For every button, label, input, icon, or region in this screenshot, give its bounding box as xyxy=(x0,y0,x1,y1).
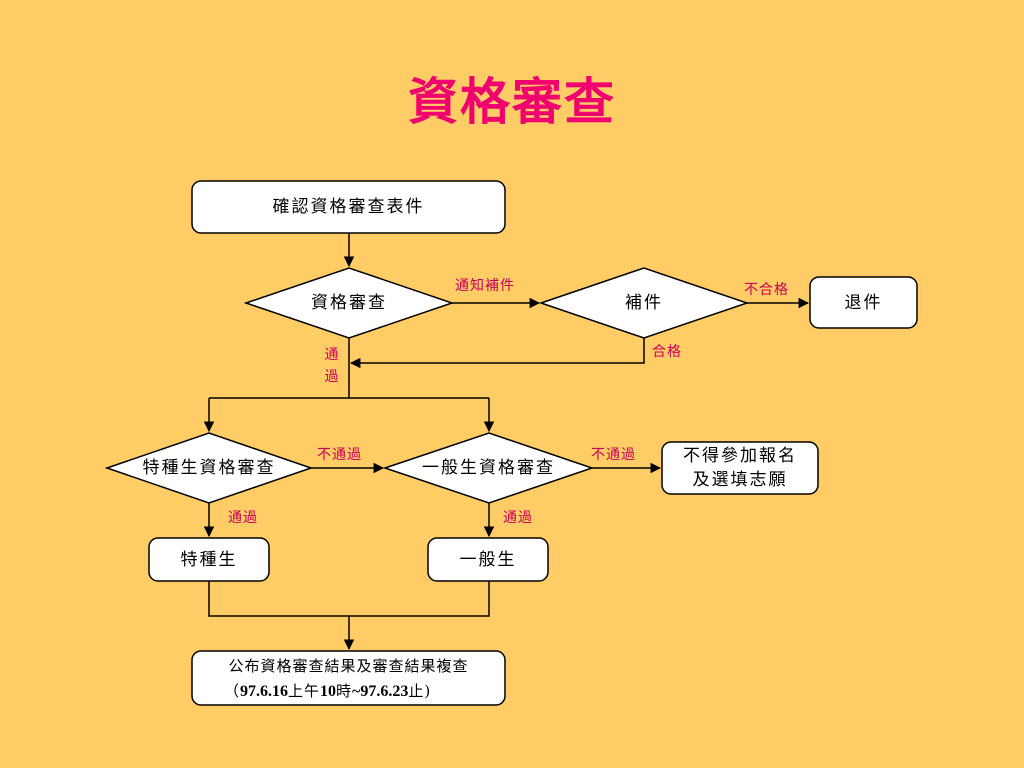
not-eligible-label-line1: 不得參加報名 xyxy=(683,446,797,466)
supplement-label: 補件 xyxy=(625,293,663,313)
general-student-box xyxy=(427,537,549,582)
edge-join-bottom xyxy=(208,581,490,617)
page-title: 資格審查 xyxy=(408,73,616,131)
not-eligible-label-line2: 及選填志願 xyxy=(692,470,788,490)
announce-label-line1: 公布資格審查結果及審查結果複查 xyxy=(228,657,469,675)
special-student-label: 特種生 xyxy=(180,550,238,570)
general-student-label: 一般生 xyxy=(459,550,517,570)
label-fail-supplement: 不合格 xyxy=(744,282,789,298)
label-notify-supplement: 通知補件 xyxy=(455,278,515,294)
announce-box xyxy=(191,650,506,706)
confirm-form-label: 確認資格審查表件 xyxy=(272,197,425,217)
return-docs-box xyxy=(809,276,918,329)
edge-supplement-back xyxy=(349,338,645,369)
special-review-label: 特種生資格審查 xyxy=(142,458,276,478)
label-general-pass: 通過 xyxy=(503,510,533,526)
announce-end: 止) xyxy=(408,682,432,700)
label-general-fail: 不通過 xyxy=(591,447,636,463)
label-special-fail: 不通過 xyxy=(317,447,362,463)
not-eligible-box xyxy=(661,441,819,495)
qualification-review-label: 資格審查 xyxy=(311,293,387,313)
announce-date-start: 97.6.16 xyxy=(240,683,289,700)
announce-date-end: ~97.6.23 xyxy=(352,683,409,700)
label-pass-main: 通過 xyxy=(324,347,340,385)
announce-open: （ xyxy=(224,682,241,700)
announce-am: 上午 xyxy=(288,682,321,700)
general-review-label: 一般生資格審查 xyxy=(422,458,555,478)
announce-time-unit: 時 xyxy=(336,682,353,700)
announce-label-line2: （97.6.16上午10時~97.6.23止) xyxy=(224,680,431,701)
announce-hour: 10 xyxy=(320,683,337,700)
label-pass-supplement: 合格 xyxy=(652,344,682,360)
return-docs-label: 退件 xyxy=(844,293,883,313)
label-special-pass: 通過 xyxy=(228,510,258,526)
